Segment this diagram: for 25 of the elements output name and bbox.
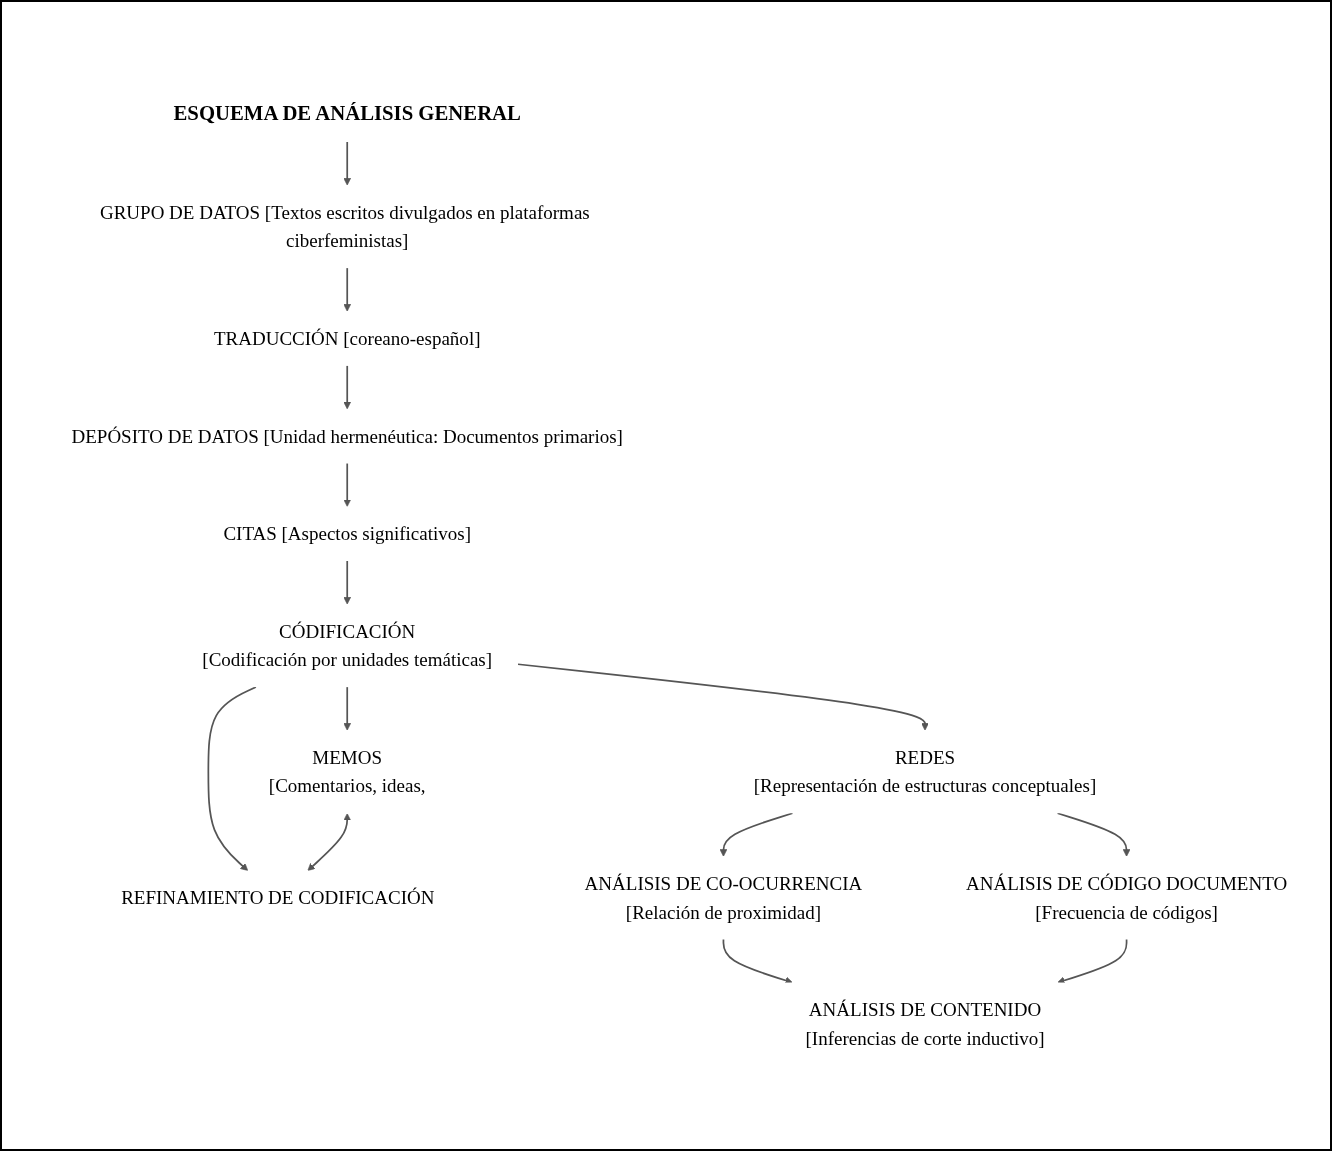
- node-text: DEPÓSITO DE DATOS [Unidad hermenéutica: Documentos primarios]: [71, 425, 623, 448]
- arrow: [343, 141, 351, 186]
- arrow: [517, 663, 929, 731]
- arrow: [343, 560, 351, 605]
- node-text: TRADUCCIÓN [coreano-español]: [213, 327, 481, 350]
- node-text: MEMOS [Comentarios, ideas,: [268, 746, 426, 798]
- arrow: [207, 686, 257, 872]
- arrow: [1057, 938, 1128, 985]
- node-text: CITAS [Aspectos significativos]: [223, 523, 472, 545]
- arrow: [1056, 812, 1131, 858]
- arrow: [343, 686, 351, 731]
- arrow: [343, 462, 351, 508]
- node-text: ANÁLISIS DE CO-OCURRENCIA [Relación de proximidad]: [584, 873, 863, 924]
- node-text: REDES [Representación de estructuras conceptuales]: [753, 746, 1097, 798]
- arrow: [343, 267, 351, 312]
- node-text: REFINAMIENTO DE CODIFICACIÓN: [121, 887, 435, 909]
- node-text: ANÁLISIS DE CÓDIGO DOCUMENTO [Frecuencia de códigos]: [965, 873, 1288, 924]
- node-text: GRUPO DE DATOS [Textos escritos divulgados en plataformas ciberfeministas]: [99, 201, 590, 252]
- arrow: [722, 938, 793, 985]
- node-text: ESQUEMA DE ANÁLISIS GENERAL: [173, 102, 521, 125]
- arrow: [719, 812, 794, 858]
- node-text: CÓDIFICACIÓN [Codificación por unidades temáticas]: [202, 620, 493, 671]
- arrow: [307, 813, 351, 872]
- node-text: ANÁLISIS DE CONTENIDO [Inferencias de corte inductivo]: [805, 999, 1045, 1050]
- arrow: [343, 365, 351, 410]
